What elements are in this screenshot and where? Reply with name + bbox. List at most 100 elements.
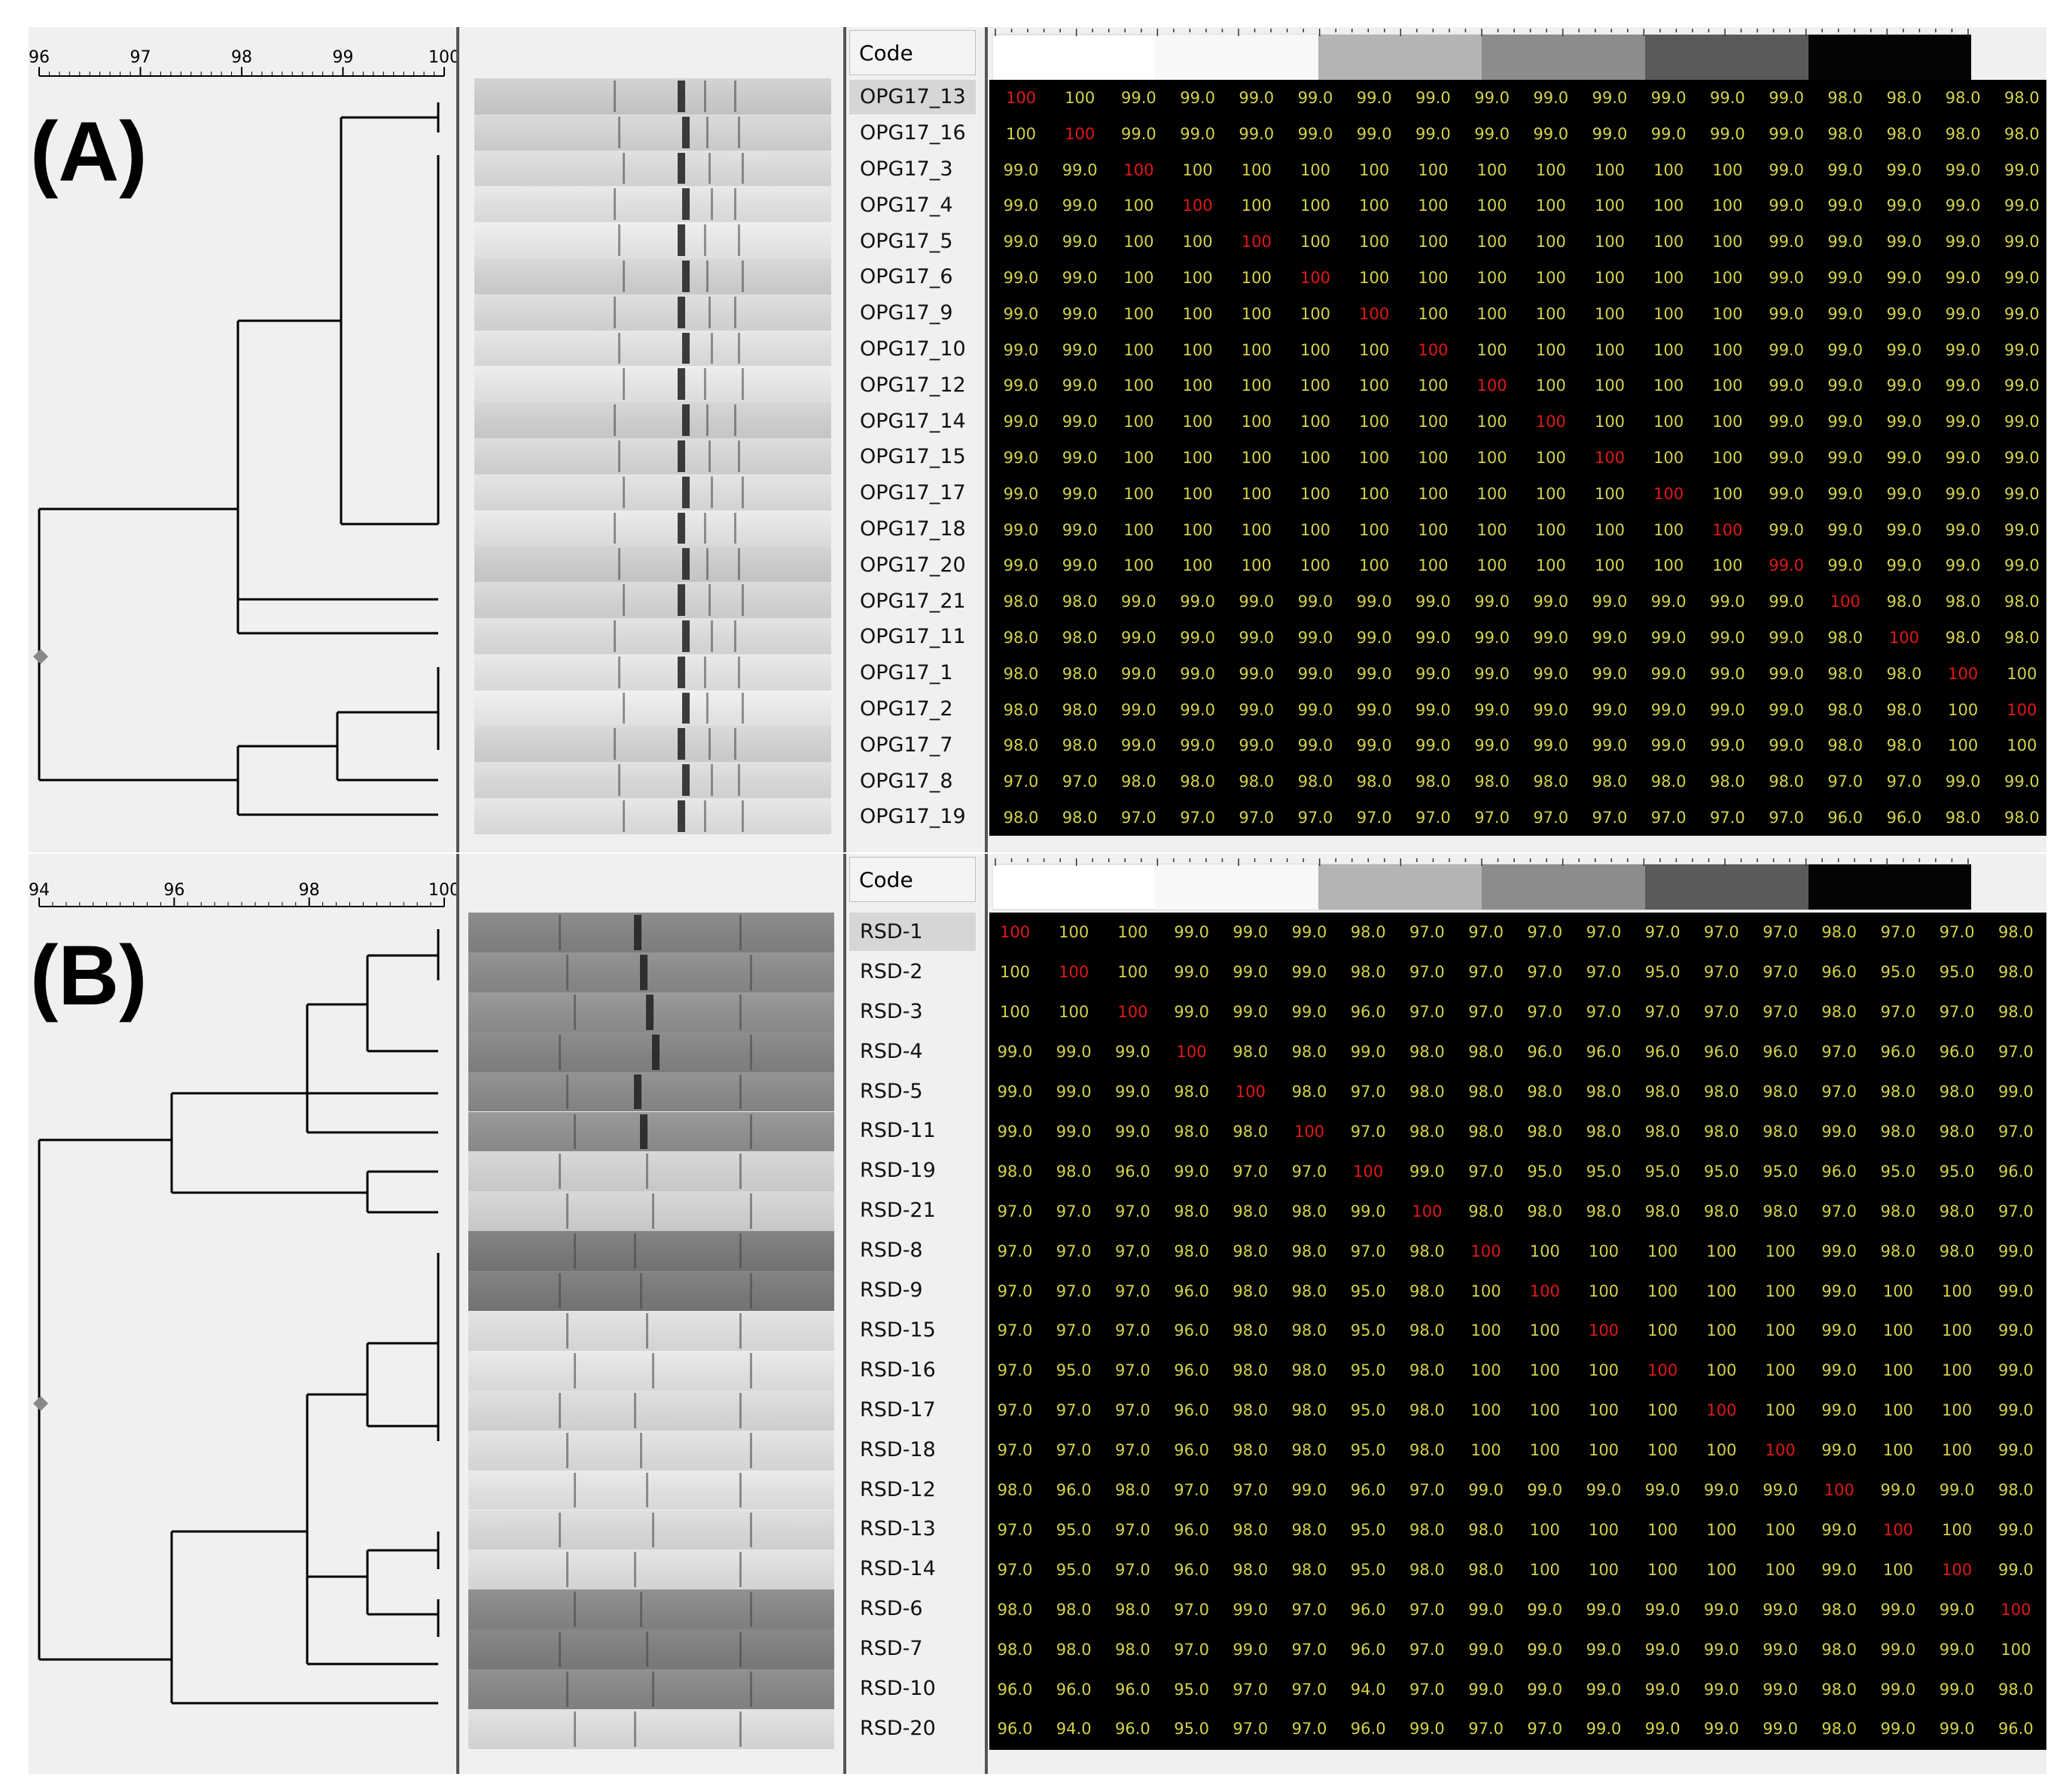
matrix-cell: 98.0 <box>1350 923 1386 942</box>
row-code-label[interactable]: OPG17_16 <box>860 121 966 145</box>
matrix-cell: 98.0 <box>1233 1560 1269 1579</box>
matrix-cell: 99.0 <box>1827 448 1863 467</box>
row-code-label[interactable]: OPG17_11 <box>860 625 966 649</box>
matrix-cell: 100 <box>1594 376 1626 395</box>
pane-divider[interactable] <box>843 27 846 852</box>
matrix-cell: 100 <box>1418 413 1449 431</box>
row-code-label[interactable]: RSD-1 <box>849 913 976 951</box>
matrix-cell: 97.0 <box>1056 1401 1092 1420</box>
matrix-cell: 99.0 <box>1533 700 1569 719</box>
matrix-cell: 99.0 <box>1474 664 1510 683</box>
row-code-label[interactable]: RSD-5 <box>860 1079 923 1103</box>
pane-divider[interactable] <box>985 854 988 1774</box>
gel-lane <box>468 1231 834 1272</box>
matrix-cell: 97.0 <box>1115 1282 1150 1300</box>
matrix-cell: 100 <box>1359 340 1390 359</box>
gel-band <box>704 512 706 544</box>
row-code-label[interactable]: RSD-9 <box>860 1278 923 1303</box>
row-code-label[interactable]: OPG17_4 <box>860 193 953 217</box>
gel-band <box>742 800 744 832</box>
row-code-label[interactable]: RSD-15 <box>860 1318 936 1342</box>
row-code-label[interactable]: RSD-16 <box>860 1358 936 1382</box>
row-code-label[interactable]: RSD-19 <box>860 1159 936 1183</box>
matrix-cell: 99.0 <box>1880 1680 1916 1699</box>
row-code-label[interactable]: RSD-7 <box>860 1637 923 1661</box>
matrix-cell: 99.0 <box>2004 413 2040 431</box>
row-code-label[interactable]: OPG17_2 <box>860 696 953 721</box>
pane-divider[interactable] <box>456 27 459 852</box>
row-code-label[interactable]: RSD-21 <box>860 1199 936 1223</box>
matrix-cell: 99.0 <box>1939 1720 1975 1739</box>
pane-divider[interactable] <box>843 854 846 1774</box>
row-code-label[interactable]: OPG17_3 <box>860 157 953 181</box>
matrix-cell: 97.0 <box>1474 808 1510 827</box>
row-code-label[interactable]: RSD-17 <box>860 1397 936 1422</box>
matrix-cell: 100 <box>1300 484 1331 503</box>
matrix-cell: 97.0 <box>1174 1600 1209 1619</box>
row-code-label[interactable]: OPG17_13 <box>849 80 976 114</box>
row-code-label[interactable]: RSD-6 <box>860 1597 923 1621</box>
matrix-cell: 100 <box>1182 160 1213 179</box>
row-code-label[interactable]: OPG17_15 <box>860 445 966 469</box>
gel-lane <box>474 294 831 331</box>
row-code-label[interactable]: OPG17_5 <box>860 229 953 253</box>
matrix-cell: 99.0 <box>1239 628 1275 647</box>
matrix-cell-diagonal: 100 <box>1594 448 1626 467</box>
gel-band <box>682 548 690 581</box>
matrix-cell: 98.0 <box>1763 1083 1798 1102</box>
row-code-label[interactable]: RSD-14 <box>860 1557 936 1581</box>
row-code-label[interactable]: OPG17_18 <box>860 517 966 541</box>
row-code-label[interactable]: OPG17_14 <box>860 409 966 433</box>
matrix-cell: 100 <box>1529 1242 1560 1260</box>
matrix-cell: 98.0 <box>1880 1202 1916 1221</box>
pane-divider[interactable] <box>985 27 988 852</box>
matrix-cell: 100 <box>1535 448 1566 467</box>
gel-lane <box>474 798 831 834</box>
matrix-cell: 98.0 <box>1821 1680 1857 1699</box>
matrix-cell: 97.0 <box>1291 1640 1327 1659</box>
gel-lane <box>474 438 831 474</box>
row-code-label[interactable]: RSD-4 <box>860 1039 923 1063</box>
pane-divider[interactable] <box>456 854 459 1774</box>
matrix-cell: 100 <box>1535 304 1566 323</box>
row-code-label[interactable]: OPG17_21 <box>860 589 966 613</box>
row-code-label[interactable]: OPG17_7 <box>860 733 953 757</box>
gel-band <box>738 332 740 364</box>
row-code-label[interactable]: RSD-10 <box>860 1677 936 1701</box>
row-code-label[interactable]: RSD-11 <box>860 1119 936 1143</box>
matrix-cell: 98.0 <box>1174 1242 1209 1260</box>
code-column-header[interactable]: Code <box>849 30 976 75</box>
row-code-label[interactable]: RSD-8 <box>860 1239 923 1263</box>
gel-band <box>739 1632 742 1668</box>
matrix-cell: 96.0 <box>1704 1043 1739 1062</box>
gel-band <box>646 1632 648 1668</box>
row-code-label[interactable]: OPG17_1 <box>860 661 953 685</box>
code-column-header[interactable]: Code <box>849 857 976 902</box>
ruler-tick-label: 94 <box>29 881 50 900</box>
matrix-cell: 100 <box>1059 923 1089 942</box>
row-code-label[interactable]: OPG17_9 <box>860 301 953 325</box>
matrix-cell: 99.0 <box>1003 520 1039 539</box>
row-code-label[interactable]: RSD-2 <box>860 959 923 983</box>
row-code-label[interactable]: OPG17_6 <box>860 265 953 289</box>
row-code-label[interactable]: RSD-3 <box>860 999 923 1023</box>
row-code-label[interactable]: RSD-12 <box>860 1477 936 1501</box>
row-code-label[interactable]: OPG17_12 <box>860 373 966 397</box>
row-code-label[interactable]: RSD-20 <box>860 1716 936 1740</box>
matrix-cell-diagonal: 100 <box>1300 268 1331 287</box>
matrix-cell: 100 <box>1182 484 1213 503</box>
matrix-cell: 98.0 <box>1056 1600 1092 1619</box>
row-code-label[interactable]: OPG17_8 <box>860 769 953 793</box>
row-code-label[interactable]: OPG17_10 <box>860 337 966 361</box>
matrix-cell: 99.0 <box>1998 1083 2034 1102</box>
matrix-cell: 96.0 <box>997 1680 1033 1699</box>
row-code-label[interactable]: OPG17_19 <box>860 805 966 829</box>
matrix-cell: 97.0 <box>1650 808 1687 827</box>
row-code-label[interactable]: RSD-18 <box>860 1437 936 1461</box>
matrix-cell: 99.0 <box>1180 628 1215 647</box>
matrix-cell: 99.0 <box>1886 197 1922 215</box>
gel-band <box>682 261 690 292</box>
row-code-label[interactable]: RSD-13 <box>860 1517 936 1541</box>
row-code-label[interactable]: OPG17_17 <box>860 481 966 505</box>
row-code-label[interactable]: OPG17_20 <box>860 553 966 577</box>
